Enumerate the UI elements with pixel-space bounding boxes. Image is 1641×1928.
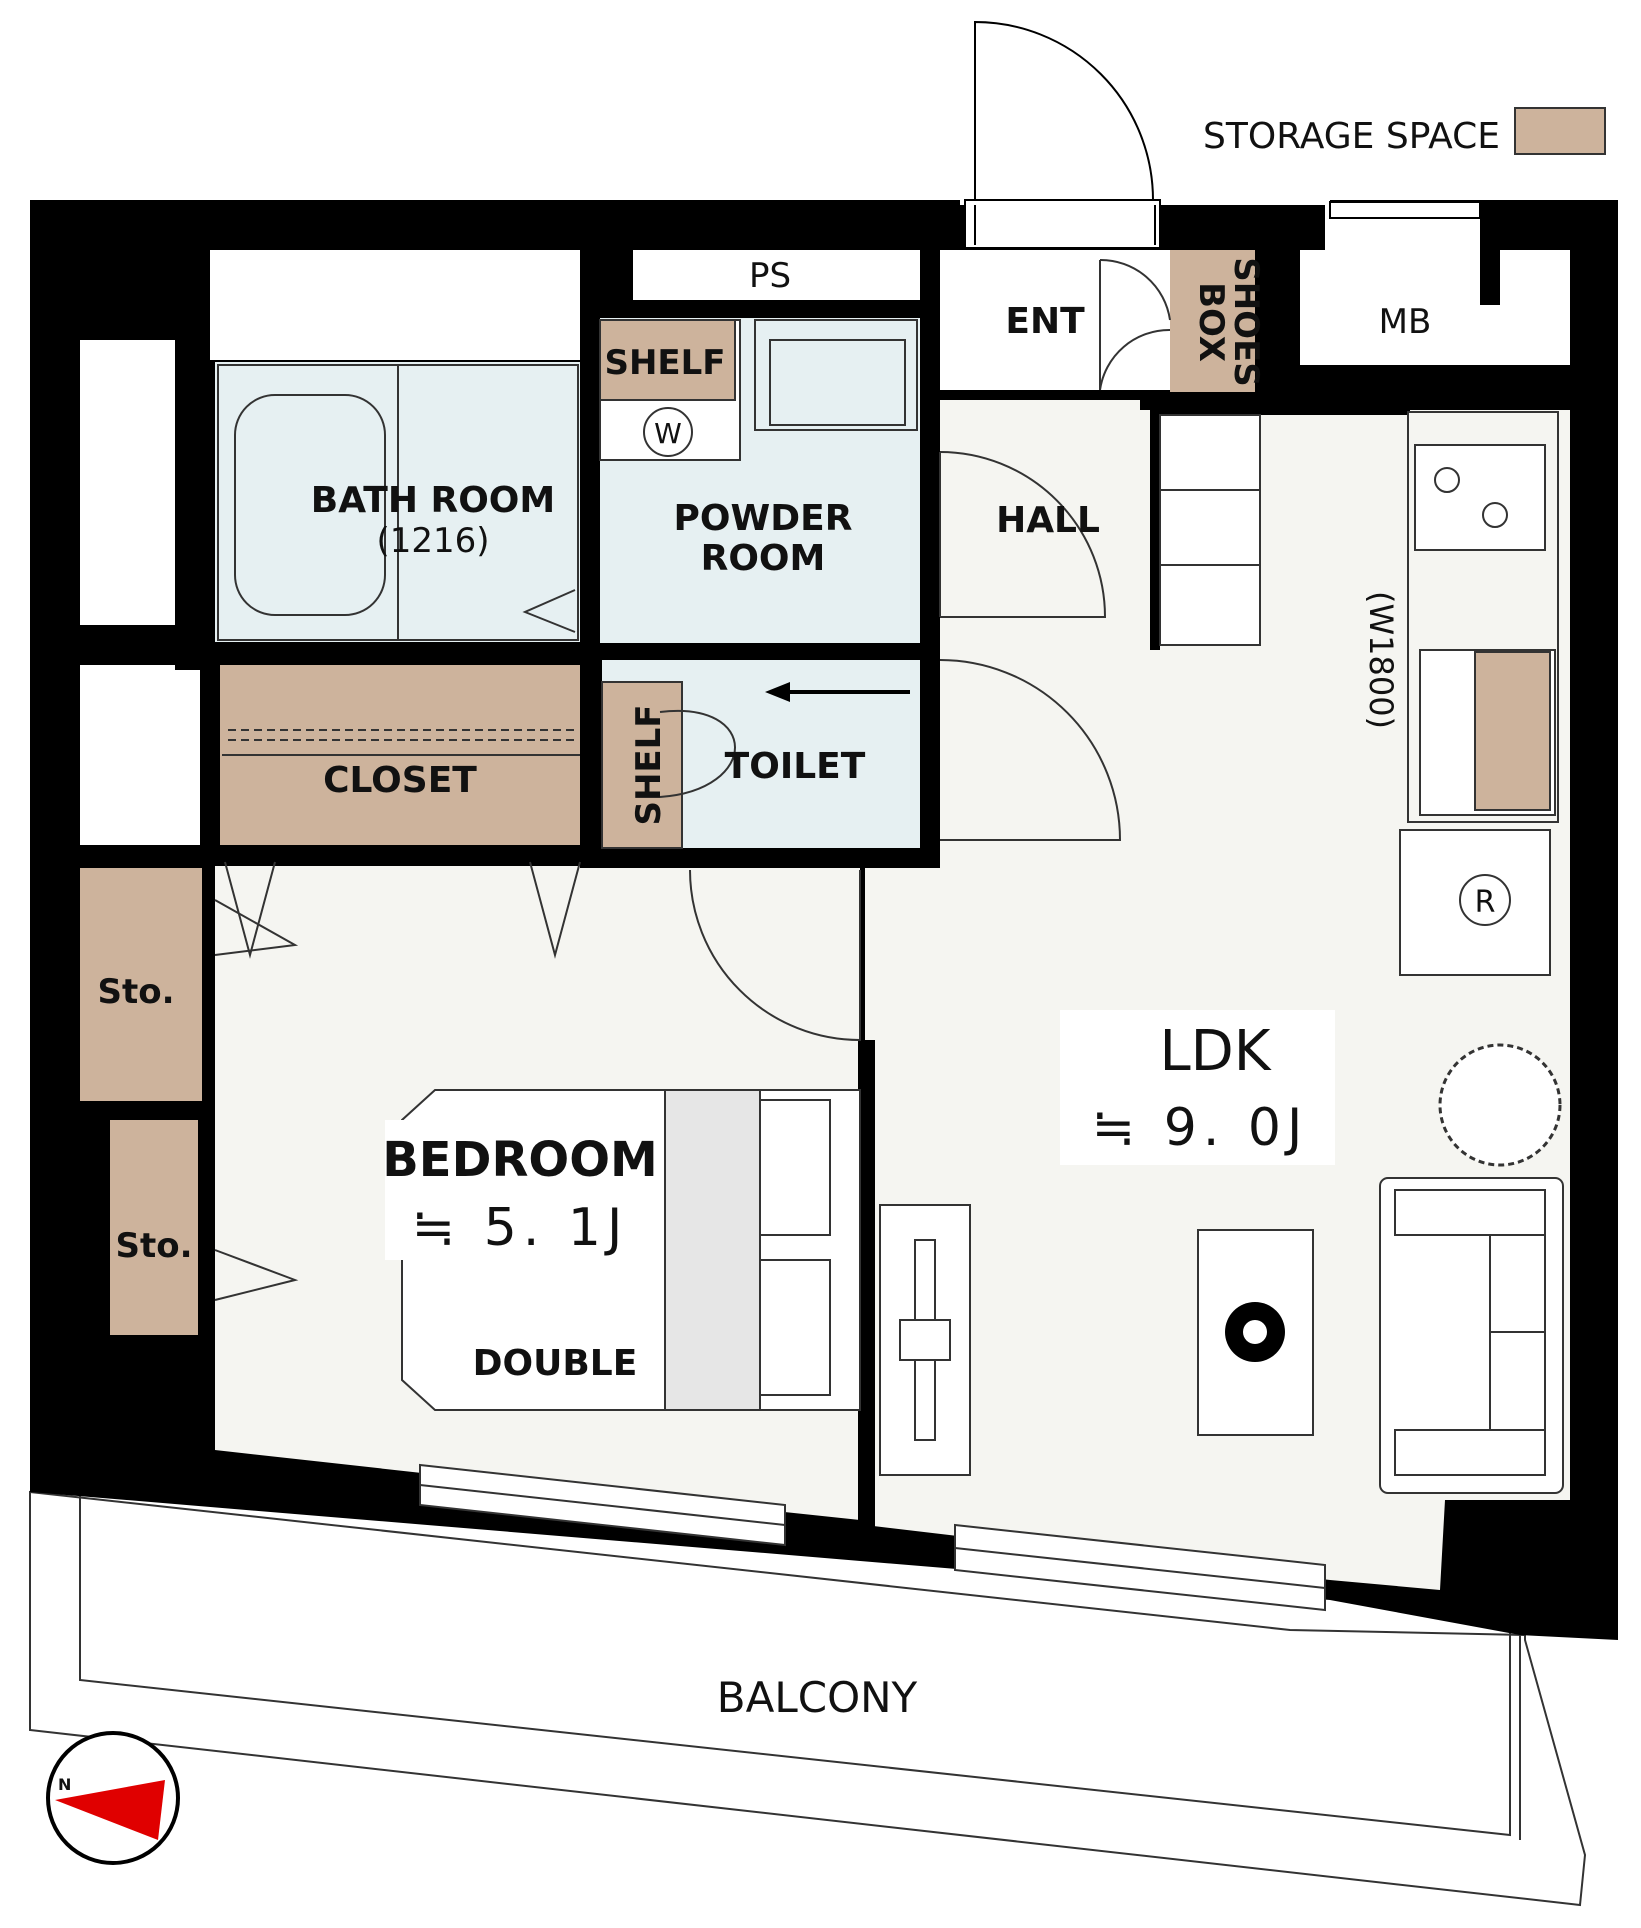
closet-label: CLOSET [323,760,477,801]
mb-label: MB [1379,302,1432,342]
kitchen-width-label: (W1800) [1362,591,1400,729]
toilet-bowl-icon [659,709,736,798]
interior-walls [175,205,1570,1530]
fridge-label: R [1475,885,1496,920]
ldk-label: LDK [1159,1019,1271,1084]
toilet: SHELF TOILET [601,659,1122,849]
sto2-label: Sto. [115,1226,192,1266]
shelf-top [599,319,736,401]
shelf-toilet [601,681,683,849]
bedroom: BEDROOM ≒ 5. 1J DOUBLE [382,869,861,1411]
compass-north: N [58,1775,71,1794]
ps-label: PS [749,256,791,296]
ldk-label-bg [1060,1010,1335,1165]
ent-label: ENT [1005,301,1085,342]
compass: N [46,1731,180,1865]
bedroom-label-bg [385,1120,655,1260]
powder-room-line2: ROOM [701,538,826,579]
legend-swatch [1514,107,1606,155]
shoes-box: SHOES BOX [1099,257,1266,391]
mb-window [1329,201,1481,219]
ldk: (W1800) R LDK ≒ 9. 0J [879,411,1564,1494]
shoes-box-line2: BOX [1191,282,1231,362]
bathtub-icon [234,394,386,616]
plant-icon [1438,1043,1562,1167]
legend-label: STORAGE SPACE [1203,116,1500,157]
shoes-box-line1: SHOES [1226,257,1266,387]
washer-icon [643,407,693,457]
bedroom-label: BEDROOM [382,1132,658,1188]
washer-label: W [654,417,682,450]
powder-room: SHELF W POWDER ROOM [599,319,918,579]
stove-icon [1414,444,1546,551]
ldk-area: ≒ 9. 0J [1092,1098,1309,1158]
closet: CLOSET [222,729,581,959]
shelf-top-label: SHELF [604,343,725,383]
north-arrow-icon [55,1780,165,1840]
powder-room-line1: POWDER [674,498,853,539]
entry-door [964,20,1161,249]
bedroom-area: ≒ 5. 1J [412,1198,629,1258]
bath-room-label: BATH ROOM [311,480,555,521]
hall-label: HALL [996,500,1100,541]
bath-room-size: (1216) [376,521,489,561]
bed-label: DOUBLE [473,1343,638,1384]
sofa-icon [1379,1177,1564,1494]
bath-room: BATH ROOM (1216) [217,364,579,641]
sto1-label: Sto. [97,972,174,1012]
balcony: BALCONY [29,1490,1587,1907]
hall: HALL [939,414,1261,646]
toilet-label: TOILET [725,746,866,787]
balcony-label: BALCONY [717,1673,918,1722]
balcony-windows [419,1463,1326,1612]
hall-cabinet [1159,414,1261,646]
shelf-toilet-label: SHELF [629,704,669,825]
vanity-icon [754,319,918,431]
